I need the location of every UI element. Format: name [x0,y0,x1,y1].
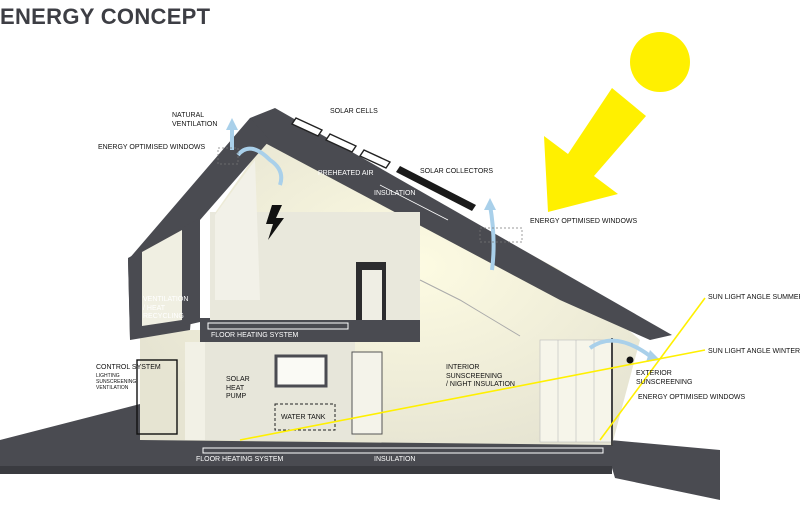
label-energy-optimised-windows-right: ENERGY OPTIMISED WINDOWS [530,218,637,227]
label-solar-heat-pump: SOLAR HEAT PUMP [226,376,250,402]
upper-doorway-inner [362,270,382,320]
page-title: ENERGY CONCEPT [0,4,210,30]
sun-ray-arrow [544,88,646,212]
sun [630,32,690,92]
exterior-sunscreen-dot [627,357,634,364]
label-ventilation-heat-recycling: VENTILATION / HEAT RECYCLING [143,296,188,322]
label-insulation-roof: INSULATION [374,190,416,199]
label-energy-optimised-windows-low: ENERGY OPTIMISED WINDOWS [638,394,745,403]
label-sun-angle-summer: SUN LIGHT ANGLE SUMMER [708,294,800,303]
label-floor-heating-lower: FLOOR HEATING SYSTEM [196,456,283,465]
label-sun-angle-winter: SUN LIGHT ANGLE WINTER [708,348,800,357]
label-preheated-air: PREHEATED AIR [318,170,374,179]
ground-floor-window [276,356,326,386]
left-exterior-wall [185,342,205,440]
label-exterior-sunscreening: EXTERIOR SUNSCREENING [636,370,692,387]
label-control-system-items: LIGHTING SUNSCREENING VENTILATION [96,373,136,391]
label-interior-sunscreening: INTERIOR SUNSCREENING / NIGHT INSULATION [446,364,515,390]
label-water-tank: WATER TANK [281,414,325,423]
label-solar-collectors: SOLAR COLLECTORS [420,168,493,177]
label-control-system: CONTROL SYSTEM [96,364,161,373]
label-natural-ventilation: NATURAL VENTILATION [172,112,217,129]
ground-strip [0,466,612,474]
kitchen-door [352,352,382,434]
label-solar-cells: SOLAR CELLS [330,108,378,117]
label-floor-heating-upper: FLOOR HEATING SYSTEM [211,332,298,341]
label-energy-optimised-windows-left: ENERGY OPTIMISED WINDOWS [98,144,205,153]
label-insulation-floor: INSULATION [374,456,416,465]
